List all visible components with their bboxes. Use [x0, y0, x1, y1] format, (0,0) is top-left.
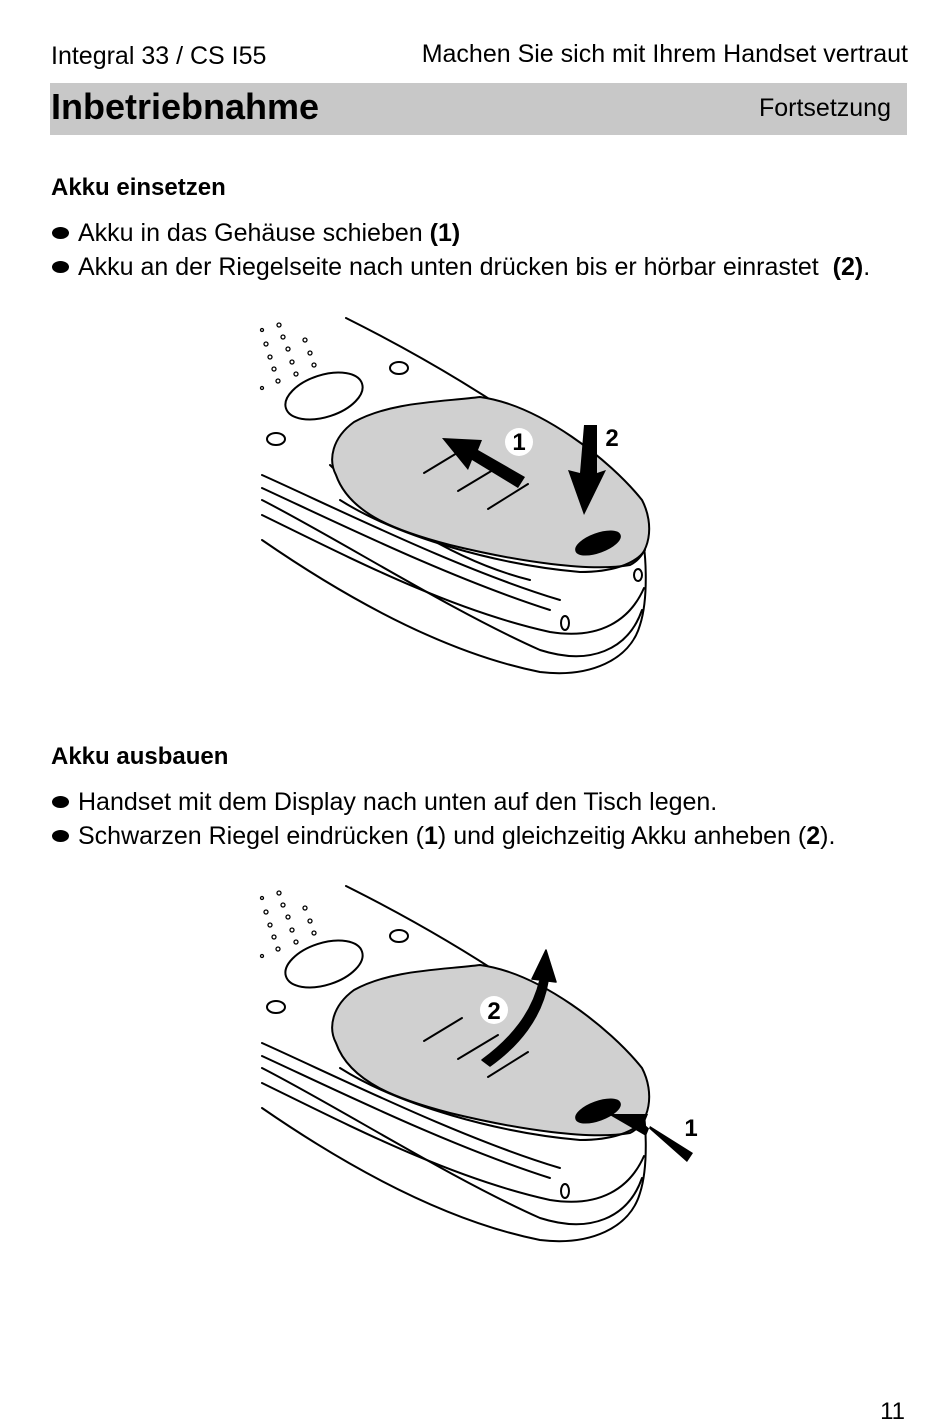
section-band: Inbetriebnahme Fortsetzung	[50, 83, 907, 135]
slide-arrow-icon	[442, 438, 525, 488]
bullet-icon	[52, 796, 69, 808]
battery-remove-illustration: 2 1	[259, 885, 698, 1243]
handset-hole	[389, 361, 409, 375]
insert-steps: Akku in das Gehäuse schieben (1) Akku an…	[52, 216, 870, 284]
remove-heading: Akku ausbauen	[51, 743, 229, 770]
bullet-icon	[52, 830, 69, 842]
section-title: Inbetriebnahme	[51, 86, 320, 127]
handset-hole	[633, 568, 643, 582]
insert-step2-ref: (2)	[832, 253, 864, 281]
remove-label-1: 1	[684, 1115, 697, 1142]
list-item: Akku in das Gehäuse schieben (1)	[52, 216, 870, 250]
battery-cover	[331, 396, 651, 569]
bullet-icon	[52, 227, 69, 239]
push-arrow-icon	[608, 1114, 693, 1162]
handset-hole	[560, 1183, 570, 1199]
header-chapter: Machen Sie sich mit Ihrem Handset vertra…	[421, 40, 908, 68]
insert-label-2: 2	[605, 425, 618, 452]
page-number: 11	[880, 1398, 905, 1425]
header-model: Integral 33 / CS I55	[51, 42, 267, 70]
handset-hole	[266, 432, 286, 446]
step-marker-1	[505, 428, 533, 456]
battery-latch	[575, 530, 621, 556]
list-item: Akku an der Riegelseite nach unten drück…	[52, 250, 870, 284]
section-subtitle: Fortsetzung	[758, 94, 891, 122]
display-window	[284, 939, 364, 989]
lift-arrow-icon	[481, 949, 557, 1067]
display-window	[284, 371, 364, 421]
battery-cover	[331, 964, 651, 1137]
remove-step2-c: ).	[820, 822, 836, 850]
insert-step2-text: Akku an der Riegelseite nach unten drück…	[78, 253, 819, 281]
handset-hole	[266, 1000, 286, 1014]
remove-step2-ref2: 2	[806, 822, 821, 850]
remove-steps: Handset mit dem Display nach unten auf d…	[52, 785, 835, 853]
handset-hole	[389, 929, 409, 943]
insert-step1-text: Akku in das Gehäuse schieben	[78, 219, 423, 247]
battery-latch	[575, 1098, 621, 1124]
bullet-icon	[52, 261, 69, 273]
speaker-holes-icon	[259, 890, 317, 959]
insert-step1-ref: (1)	[429, 219, 461, 247]
remove-step2-ref1: 1	[424, 822, 438, 850]
insert-step2-end: .	[863, 253, 871, 281]
list-item: Handset mit dem Display nach unten auf d…	[52, 785, 835, 819]
list-item: Schwarzen Riegel eindrücken (1) und glei…	[52, 819, 835, 853]
insert-label-1: 1	[512, 429, 525, 456]
speaker-holes-icon	[259, 322, 317, 391]
press-arrow-icon	[568, 425, 606, 515]
remove-step2-b: ) und gleichzeitig Akku anheben (	[437, 822, 807, 850]
handset-hole	[560, 615, 570, 631]
battery-insert-illustration: 1 2	[259, 317, 651, 675]
remove-label-2: 2	[487, 998, 500, 1025]
insert-heading: Akku einsetzen	[51, 174, 226, 201]
step-marker-2	[480, 996, 508, 1024]
remove-step1-text: Handset mit dem Display nach unten auf d…	[78, 788, 718, 816]
remove-step2-a: Schwarzen Riegel eindrücken (	[78, 822, 425, 850]
